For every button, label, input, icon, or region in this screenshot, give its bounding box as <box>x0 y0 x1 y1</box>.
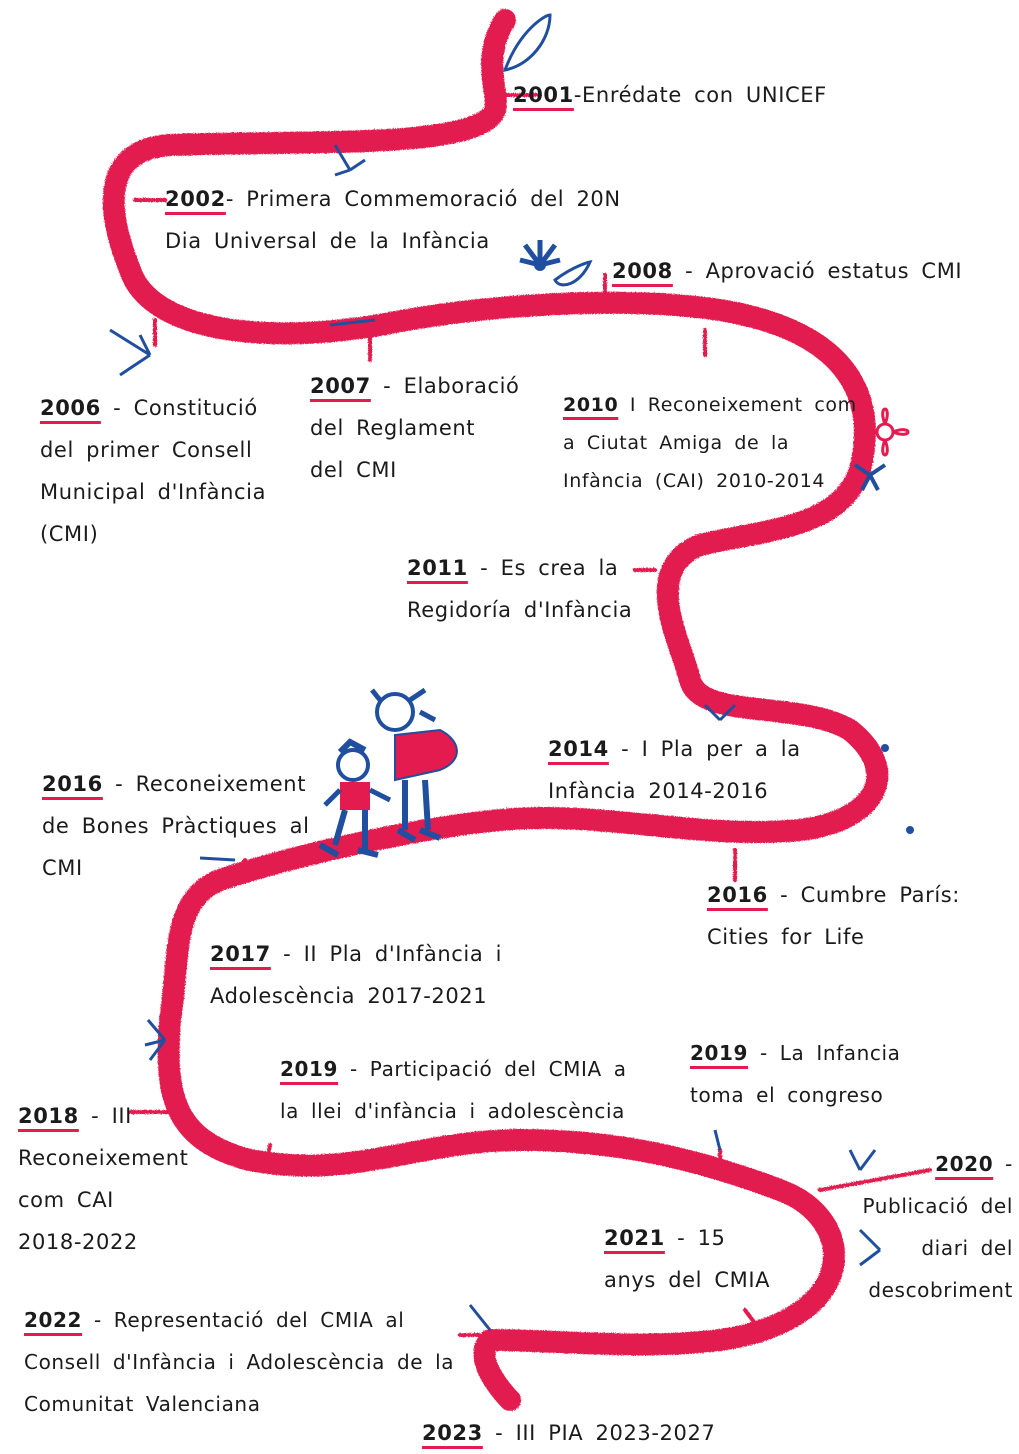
entry-year: 2006 <box>40 396 101 420</box>
timeline-entry-2018: 2018 - III Reconeixement com CAI 2018-20… <box>18 1095 188 1263</box>
entry-text: - I Pla per a la Infància 2014-2016 <box>548 737 801 803</box>
timeline-entry-2016-reconeixement: 2016 - Reconeixement de Bones Pràctiques… <box>42 763 310 889</box>
entry-year: 2017 <box>210 942 271 966</box>
timeline-entry-2019-participacio: 2019 - Participació del CMIA a la llei d… <box>280 1048 627 1132</box>
entry-text: -Enrédate con UNICEF <box>573 83 827 107</box>
entry-text: - La Infancia toma el congreso <box>690 1041 901 1107</box>
entry-year: 2007 <box>310 374 371 398</box>
timeline-entry-2017: 2017 - II Pla d'Infància i Adolescència … <box>210 933 502 1017</box>
entry-text: - III Reconeixement com CAI 2018-2022 <box>18 1104 189 1254</box>
entry-year: 2010 <box>563 394 619 416</box>
timeline-entry-2001: 2001-Enrédate con UNICEF <box>513 74 827 116</box>
flower-icon <box>519 240 561 271</box>
leaf-icon <box>713 1129 722 1151</box>
entry-text: - Aprovació estatus CMI <box>672 259 963 283</box>
entry-year: 2014 <box>548 737 609 761</box>
entry-text: - Representació del CMIA al Consell d'In… <box>24 1308 455 1416</box>
road-branch <box>263 1143 272 1172</box>
leaf-icon <box>553 259 593 287</box>
timeline-entry-2020: 2020 - Publicació del diari del descobri… <box>862 1143 1013 1311</box>
timeline-entry-2021: 2021 - 15 anys del CMIA <box>604 1217 770 1301</box>
entry-year: 2016 <box>707 883 768 907</box>
entry-text: - Reconeixement de Bones Pràctiques al C… <box>42 772 310 880</box>
entry-text: - III PIA 2023-2027 <box>482 1421 716 1445</box>
entry-text: I Reconeixement com a Ciutat Amiga de la… <box>563 394 857 492</box>
entry-text: - Constitució del primer Consell Municip… <box>40 396 267 546</box>
leaf-icon <box>333 144 366 177</box>
entry-text: - Participació del CMIA a la llei d'infà… <box>280 1057 627 1123</box>
entry-text: - Publicació del diari del descobriment <box>862 1152 1013 1302</box>
entry-text: - Primera Commemoració del 20N Dia Unive… <box>165 187 621 253</box>
entry-year: 2019 <box>690 1041 749 1065</box>
entry-text: - II Pla d'Infància i Adolescència 2017-… <box>210 942 503 1008</box>
leaf-icon <box>144 1019 167 1061</box>
dot-icon <box>881 744 889 752</box>
timeline-entry-2023: 2023 - III PIA 2023-2027 <box>422 1412 715 1454</box>
timeline-entry-2019-congreso: 2019 - La Infancia toma el congreso <box>690 1032 901 1116</box>
leaf-icon <box>703 703 737 722</box>
leaf-icon <box>858 1228 882 1267</box>
entry-text: - Cumbre París: Cities for Life <box>707 883 960 949</box>
children-illustration-icon <box>318 687 458 858</box>
entry-year: 2002 <box>165 187 226 211</box>
entry-year: 2016 <box>42 772 103 796</box>
timeline-entry-2016-cumbre: 2016 - Cumbre París: Cities for Life <box>707 874 960 958</box>
leaf-icon <box>468 1304 492 1331</box>
flower-icon <box>853 463 887 491</box>
entry-year: 2019 <box>280 1057 339 1081</box>
timeline-entry-2011: 2011 - Es crea la Regidoría d'Infància <box>407 547 632 631</box>
road-path <box>102 9 889 1411</box>
timeline-entry-2002: 2002- Primera Commemoració del 20N Dia U… <box>165 178 621 262</box>
timeline-entry-2007: 2007 - Elaboració del Reglament del CMI <box>310 365 519 491</box>
dot-icon <box>906 826 914 834</box>
leaf-icon <box>502 13 552 73</box>
entry-year: 2011 <box>407 556 468 580</box>
leaf-icon <box>848 1149 877 1171</box>
timeline-entry-2008: 2008 - Aprovació estatus CMI <box>612 250 962 292</box>
entry-text: - 15 anys del CMIA <box>604 1226 771 1292</box>
entry-year: 2023 <box>422 1421 483 1445</box>
entry-year: 2008 <box>612 259 673 283</box>
entry-year: 2020 <box>935 1152 994 1176</box>
road-branch <box>743 1308 762 1332</box>
leaf-icon <box>109 328 152 377</box>
timeline-entry-2010: 2010 I Reconeixement com a Ciutat Amiga … <box>563 386 857 500</box>
entry-year: 2022 <box>24 1308 83 1332</box>
road-branch <box>818 1168 932 1192</box>
entry-year: 2021 <box>604 1226 665 1250</box>
leaf-icon <box>329 318 376 327</box>
entry-text: - Elaboració del Reglament del CMI <box>310 374 520 482</box>
timeline-entry-2022: 2022 - Representació del CMIA al Consell… <box>24 1299 454 1425</box>
timeline-entry-2006: 2006 - Constitució del primer Consell Mu… <box>40 387 266 555</box>
entry-year: 2001 <box>513 83 574 107</box>
timeline-entry-2014: 2014 - I Pla per a la Infància 2014-2016 <box>548 728 801 812</box>
entry-year: 2018 <box>18 1104 79 1128</box>
entry-text: - Es crea la Regidoría d'Infància <box>407 556 633 622</box>
road-branch <box>228 858 247 882</box>
flower-icon <box>860 407 910 457</box>
leaf-icon <box>199 856 236 862</box>
